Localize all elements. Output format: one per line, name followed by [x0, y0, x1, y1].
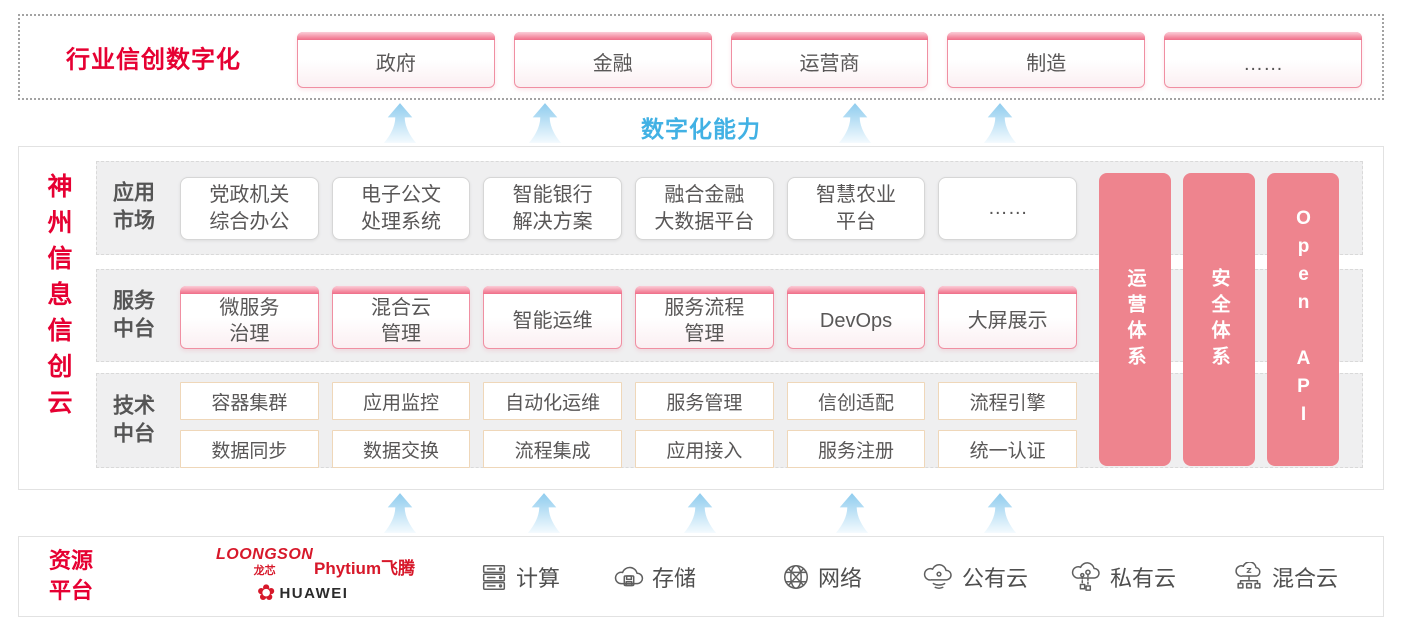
resource-item-storage: 存储	[613, 561, 696, 593]
tech-box-xinchuang-adaptation: 信创适配	[786, 382, 926, 420]
tech-box-automated-ops: 自动化运维	[483, 382, 622, 420]
up-arrow-icon	[835, 493, 869, 533]
compute-server-icon	[479, 562, 509, 592]
tech-platform-row: 技术 中台 容器集群 应用监控 自动化运维 服务管理 信创适配 流程引擎 数据同…	[96, 373, 1363, 468]
industry-box-manufacturing: 制造	[947, 32, 1146, 88]
pillar-operation-system: 运营体系	[1099, 173, 1171, 466]
app-box-party-gov-office: 党政机关综合办公	[180, 177, 319, 240]
resource-item-hybrid-cloud: 混合云	[1233, 561, 1338, 593]
app-market-boxes: 党政机关综合办公 电子公文处理系统 智能银行解决方案 融合金融大数据平台 智慧农…	[180, 177, 1078, 240]
up-arrow-icon	[983, 493, 1017, 533]
industry-box-finance: 金融	[513, 32, 712, 88]
tech-box-app-monitoring: 应用监控	[331, 382, 471, 420]
tech-platform-label: 技术 中台	[113, 394, 155, 446]
app-box-smart-agriculture: 智慧农业平台	[786, 177, 926, 240]
platform-title-vertical: 神州信息信创云	[44, 173, 72, 425]
up-arrow-icon	[383, 493, 417, 533]
tech-box-app-access: 应用接入	[635, 430, 774, 468]
pillar-security-system: 安全体系	[1183, 173, 1255, 466]
public-cloud-icon	[923, 562, 955, 592]
app-box-more: ……	[938, 177, 1078, 240]
up-arrow-icon	[683, 493, 717, 533]
industry-box-more: ……	[1164, 32, 1362, 88]
tech-platform-grid: 容器集群 应用监控 自动化运维 服务管理 信创适配 流程引擎 数据同步 数据交换…	[180, 382, 1077, 468]
loongson-logo: LOONGSON 龙芯	[216, 546, 314, 577]
resource-platform-container: 资源 平台 LOONGSON 龙芯 Phytium飞腾 ✿ HUAWEI 计算 …	[18, 536, 1384, 617]
tech-box-data-exchange: 数据交换	[331, 430, 471, 468]
service-box-microservice-governance: 微服务治理	[180, 286, 319, 349]
resource-platform-label: 资源 平台	[49, 547, 94, 604]
industry-digitalization-banner: 行业信创数字化 政府 金融 运营商 制造 ……	[18, 14, 1384, 100]
up-arrow-icon	[383, 103, 417, 143]
up-arrow-icon	[983, 103, 1017, 143]
tech-box-data-sync: 数据同步	[180, 430, 319, 468]
banner-title: 行业信创数字化	[66, 46, 241, 74]
service-box-hybrid-cloud-mgmt: 混合云管理	[331, 286, 471, 349]
hybrid-cloud-icon	[1233, 561, 1265, 592]
service-platform-row: 服务 中台 微服务治理 混合云管理 智能运维 服务流程管理 DevOps 大屏展…	[96, 269, 1363, 362]
tech-box-service-mgmt: 服务管理	[635, 382, 774, 420]
tech-box-unified-auth: 统一认证	[938, 430, 1077, 468]
app-box-edoc-system: 电子公文处理系统	[331, 177, 471, 240]
cloud-platform-container: 神州信息信创云 应用 市场 党政机关综合办公 电子公文处理系统 智能银行解决方案…	[18, 146, 1384, 490]
service-platform-boxes: 微服务治理 混合云管理 智能运维 服务流程管理 DevOps 大屏展示	[180, 286, 1078, 349]
tech-box-process-engine: 流程引擎	[938, 382, 1077, 420]
capability-label: 数字化能力	[641, 116, 761, 142]
tech-box-service-registry: 服务注册	[786, 430, 926, 468]
pillar-open-api: Open API	[1267, 173, 1339, 466]
tech-box-container-cluster: 容器集群	[180, 382, 319, 420]
app-box-finance-bigdata: 融合金融大数据平台	[635, 177, 774, 240]
service-box-service-process-mgmt: 服务流程管理	[635, 286, 774, 349]
app-market-label: 应用 市场	[113, 181, 155, 233]
up-arrow-icon	[527, 493, 561, 533]
phytium-logo: Phytium飞腾	[314, 559, 416, 578]
resource-item-private-cloud: 私有云	[1071, 561, 1176, 593]
industry-box-government: 政府	[297, 32, 495, 88]
private-cloud-icon	[1071, 561, 1103, 592]
industry-list: 政府 金融 运营商 制造 ……	[297, 32, 1362, 88]
app-box-smart-banking: 智能银行解决方案	[483, 177, 623, 240]
resource-item-network: 网络	[781, 561, 862, 593]
resource-item-compute: 计算	[479, 561, 560, 593]
network-globe-icon	[781, 562, 811, 592]
huawei-flower-icon: ✿	[257, 580, 276, 605]
service-box-devops: DevOps	[786, 286, 926, 349]
up-arrow-icon	[528, 103, 562, 143]
app-market-row: 应用 市场 党政机关综合办公 电子公文处理系统 智能银行解决方案 融合金融大数据…	[96, 161, 1363, 255]
service-box-big-screen: 大屏展示	[938, 286, 1078, 349]
huawei-logo: ✿ HUAWEI	[257, 580, 349, 605]
storage-cloud-icon	[613, 562, 645, 592]
service-platform-label: 服务 中台	[113, 289, 155, 341]
tech-box-process-integration: 流程集成	[483, 430, 622, 468]
up-arrow-icon	[838, 103, 872, 143]
service-box-intelligent-ops: 智能运维	[483, 286, 623, 349]
resource-item-public-cloud: 公有云	[923, 561, 1028, 593]
industry-box-operator: 运营商	[730, 32, 929, 88]
